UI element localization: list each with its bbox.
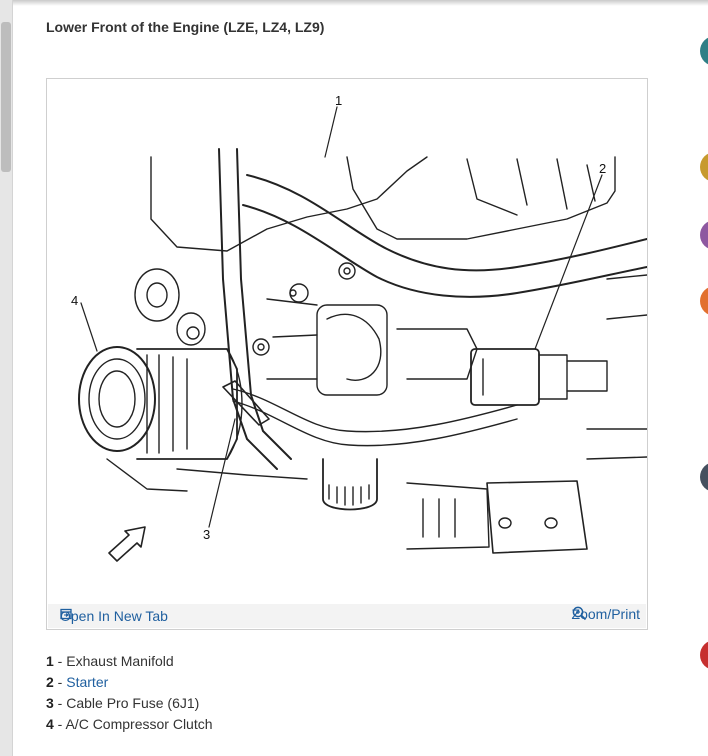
callout-4: 4 — [71, 293, 78, 308]
zoom-print-label: Zoom/Print — [571, 606, 640, 622]
scrollbar-track[interactable] — [0, 0, 13, 756]
starter-link[interactable]: Starter — [66, 674, 109, 690]
side-avatar-6[interactable] — [700, 640, 708, 670]
zoom-in-icon — [572, 606, 586, 621]
legend-separator: - — [53, 695, 67, 711]
legend-separator: - — [53, 674, 67, 690]
legend-item: 3 - Cable Pro Fuse (6J1) — [46, 695, 213, 716]
callout-legend: 1 - Exhaust Manifold 2 - Starter 3 - Cab… — [46, 653, 213, 737]
side-avatar-4[interactable] — [700, 286, 708, 316]
side-avatar-2[interactable] — [700, 152, 708, 182]
figure-toolbar: Open In New Tab Zoom/Print — [48, 604, 646, 628]
open-in-new-tab-link[interactable]: Open In New Tab — [60, 608, 168, 624]
legend-item: 4 - A/C Compressor Clutch — [46, 716, 213, 737]
legend-label: Exhaust Manifold — [66, 653, 174, 669]
side-avatar-5[interactable] — [700, 462, 708, 492]
callout-3: 3 — [203, 527, 210, 542]
legend-separator: - — [53, 653, 67, 669]
side-avatar-1[interactable] — [700, 36, 708, 66]
legend-number: 2 — [46, 674, 54, 690]
legend-item: 2 - Starter — [46, 674, 213, 695]
legend-item: 1 - Exhaust Manifold — [46, 653, 213, 674]
zoom-print-link[interactable]: Zoom/Print — [572, 606, 640, 622]
open-in-new-tab-icon — [60, 608, 72, 620]
page-heading: Lower Front of the Engine (LZE, LZ4, LZ9… — [46, 19, 325, 35]
callout-2: 2 — [599, 161, 606, 176]
legend-label: A/C Compressor Clutch — [65, 716, 213, 732]
legend-number: 1 — [46, 653, 54, 669]
window-top-edge — [0, 0, 708, 6]
scrollbar-thumb[interactable] — [1, 22, 11, 172]
open-in-new-tab-label: Open In New Tab — [60, 608, 168, 624]
side-avatar-3[interactable] — [700, 220, 708, 250]
legend-number: 3 — [46, 695, 54, 711]
callout-1: 1 — [335, 93, 342, 108]
engine-diagram: 1 2 3 4 — [71, 93, 647, 562]
legend-separator: - — [53, 716, 66, 732]
legend-number: 4 — [46, 716, 54, 732]
engine-figure: 1 2 3 4 Open In New Tab Zoom/Print — [46, 78, 648, 630]
legend-label: Cable Pro Fuse (6J1) — [66, 695, 200, 711]
